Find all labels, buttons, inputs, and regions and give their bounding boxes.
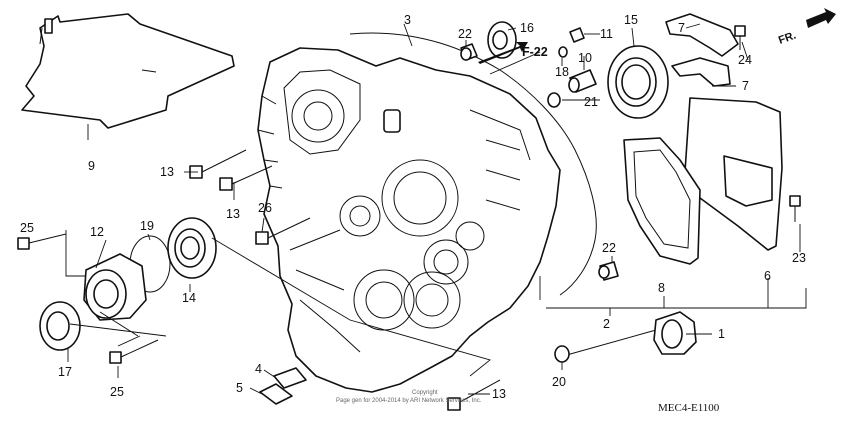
callout-17: 17 [58,365,72,379]
bolt-part-13-middle [219,165,273,191]
callout-5: 5 [236,381,243,395]
callout-10: 10 [578,51,592,65]
callout-18: 18 [555,65,569,79]
pin-part-10 [568,69,597,93]
collar-part-22-lower [598,261,619,281]
callout-22-top: 22 [458,27,472,41]
reference-arrow [478,42,528,64]
rear-case-body [257,47,561,393]
callout-9: 9 [88,159,95,173]
callout-13-lower: 13 [492,387,506,401]
tab-icon [44,18,53,34]
reference-label: F-22 [522,45,548,59]
callout-2: 2 [603,317,610,331]
bolt-part-13-upper [189,149,247,179]
callout-16: 16 [520,21,534,35]
bolt-part-25-upper [17,233,67,250]
callout-3: 3 [404,13,411,27]
gasket-part-5 [259,383,293,405]
callout-1: 1 [718,327,725,341]
o-ring-part-21 [547,92,561,108]
callout-19: 19 [140,219,154,233]
bolt-part-13-lower [447,379,501,411]
gasket-plate-part-9 [21,13,235,129]
callout-4: 4 [255,362,262,376]
copyright-line-1: Copyright [412,390,438,396]
callout-13-upper: 13 [160,165,174,179]
cap-part-4 [273,367,307,389]
callout-13-middle: 13 [226,207,240,221]
callout-26: 26 [258,201,272,215]
callout-25-upper: 25 [20,221,34,235]
gasket-part-8 [623,137,701,265]
callout-11: 11 [600,27,613,41]
copyright-line-2: Page gen for 2004-2014 by ARI Network Se… [336,398,482,404]
bearing-part-15 [607,45,669,119]
case-gasket-part-3 [349,32,597,296]
dowel-part-11 [569,27,585,43]
diagram-code: MEC4-E1100 [658,402,720,414]
callout-15: 15 [624,13,638,27]
bolt-part-25-lower [109,339,159,364]
front-direction-arrow [806,8,836,28]
washer-part-18 [558,46,568,58]
callout-8: 8 [658,281,665,295]
callout-7-top: 7 [678,21,685,35]
callout-12: 12 [90,225,104,239]
callout-25-lower: 25 [110,385,124,399]
retainer-clip-part-7 [665,13,739,87]
front-direction-label: FR. [777,29,798,46]
collar-part-22-top [460,43,478,61]
sensor-part-1 [555,311,697,359]
callout-21: 21 [584,95,598,109]
callout-23: 23 [792,251,806,265]
bolt-part-23 [789,195,801,222]
callout-24: 24 [738,53,752,67]
bearing-part-14 [167,217,217,279]
callout-20: 20 [552,375,566,389]
bearing-holder-part-12 [83,253,147,321]
bearing-part-16 [487,21,517,59]
oil-seal-part-17 [39,301,81,351]
callout-7-bottom: 7 [742,79,749,93]
callout-22-lower: 22 [602,241,616,255]
cover-part-6 [683,97,783,251]
washer-part-20 [554,345,570,363]
leader-lines [65,23,807,395]
callout-6: 6 [764,269,771,283]
callout-14: 14 [182,291,196,305]
bolt-part-24 [734,25,746,50]
